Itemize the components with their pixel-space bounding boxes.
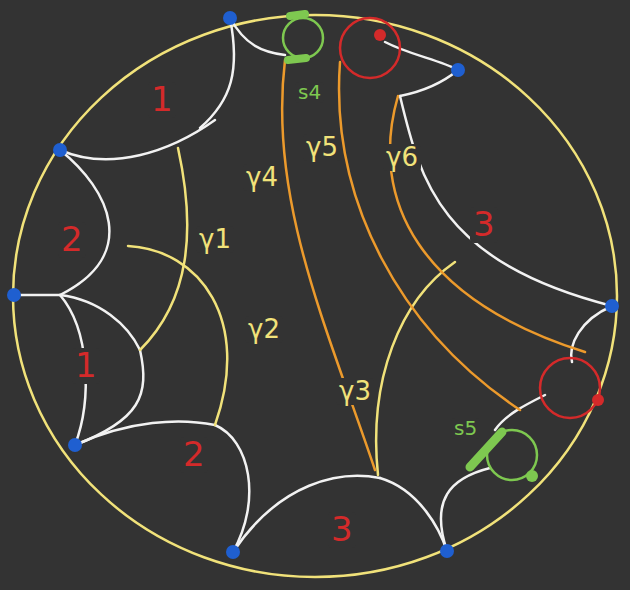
region-number: 3 <box>470 207 498 243</box>
region-number: 1 <box>148 82 176 118</box>
region-number: 1 <box>72 348 100 384</box>
curve-label: γ4 <box>243 164 281 191</box>
curve-label: γ2 <box>245 316 283 343</box>
region-number: 3 <box>328 512 356 548</box>
curve-label: γ1 <box>196 226 234 253</box>
strand-label: s4 <box>295 82 324 103</box>
curve-label: γ5 <box>303 134 341 161</box>
region-number: 2 <box>180 437 208 473</box>
strand-label: s5 <box>451 418 480 439</box>
curve-label: γ3 <box>336 378 374 405</box>
region-number: 2 <box>58 222 86 258</box>
curve-label: γ6 <box>383 144 421 171</box>
